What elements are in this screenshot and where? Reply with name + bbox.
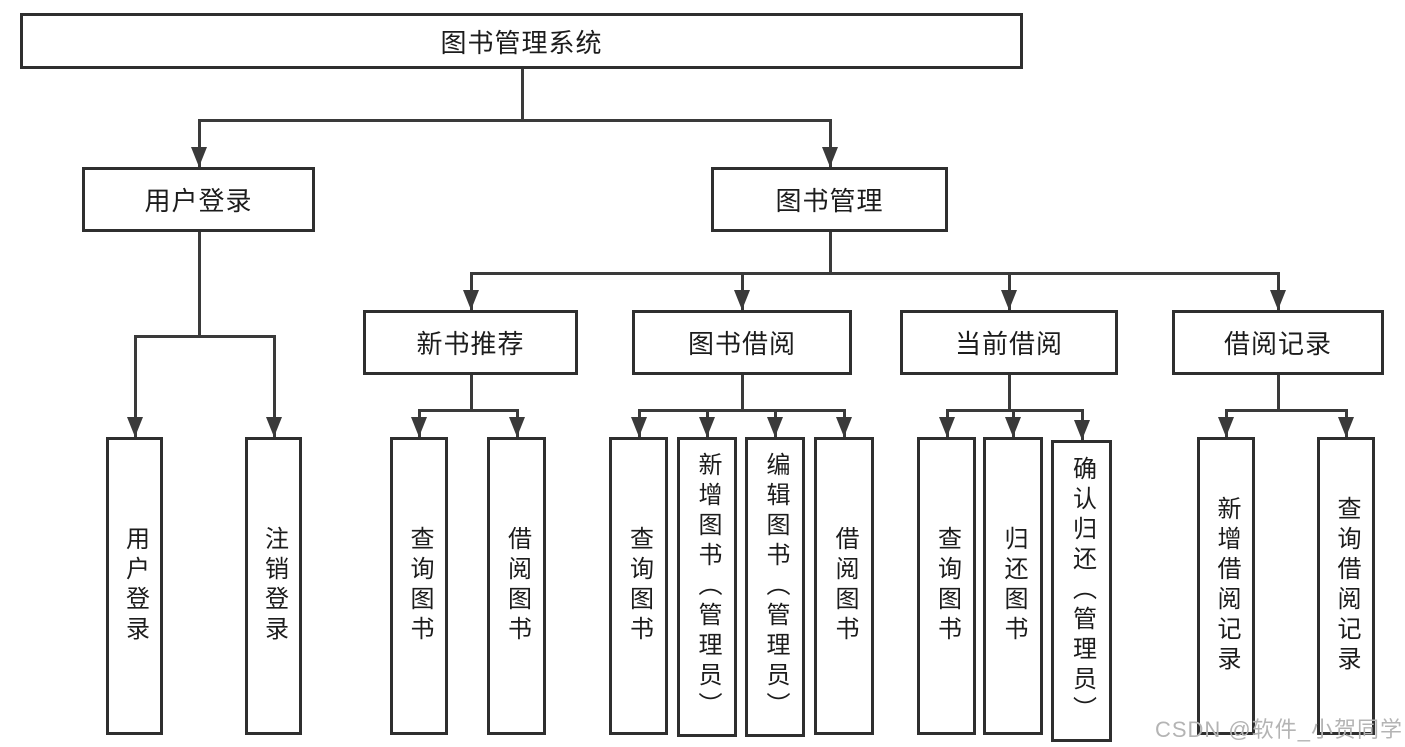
connector-line — [134, 335, 276, 338]
node-current-borrow: 当前借阅 — [900, 310, 1118, 375]
node-br-add: 新增借阅记录 — [1197, 437, 1255, 735]
node-label-user-login: 用户登录 — [121, 526, 149, 646]
node-cb-query: 查询图书 — [917, 437, 976, 735]
connector-line — [470, 272, 1280, 275]
connector-line — [1225, 409, 1348, 412]
arrowhead-down-icon — [1074, 420, 1090, 440]
connector-line — [829, 232, 832, 272]
arrowhead-down-icon — [836, 417, 852, 437]
node-label-bb-query: 查询图书 — [625, 526, 653, 646]
arrowhead-down-icon — [1338, 417, 1354, 437]
connector-line — [273, 335, 276, 437]
node-bb-borrow: 借阅图书 — [814, 437, 874, 735]
connector-line — [1008, 375, 1011, 409]
node-label-bb-add: 新增图书（管理员） — [694, 452, 721, 722]
node-label-root: 图书管理系统 — [440, 27, 603, 58]
node-label-br-query: 查询借阅记录 — [1333, 496, 1360, 676]
node-br-query: 查询借阅记录 — [1317, 437, 1375, 735]
node-label-cb-confirm: 确认归还（管理员） — [1068, 456, 1096, 726]
node-label-cb-return: 归还图书 — [1000, 526, 1027, 646]
node-label-current-borrow: 当前借阅 — [954, 329, 1063, 359]
node-new-book-rec: 新书推荐 — [363, 310, 578, 375]
node-label-logout: 注销登录 — [260, 526, 288, 646]
node-bb-edit: 编辑图书（管理员） — [745, 437, 805, 737]
arrowhead-down-icon — [1270, 290, 1286, 310]
arrowhead-down-icon — [767, 417, 783, 437]
node-label-bb-edit: 编辑图书（管理员） — [762, 452, 789, 722]
node-user-login: 用户登录 — [106, 437, 163, 735]
node-label-nb-query: 查询图书 — [406, 526, 433, 646]
node-cb-confirm: 确认归还（管理员） — [1051, 440, 1112, 742]
arrowhead-down-icon — [127, 417, 143, 437]
node-bb-add: 新增图书（管理员） — [677, 437, 737, 737]
connector-line — [470, 375, 473, 409]
node-cb-return: 归还图书 — [983, 437, 1043, 735]
node-label-nb-borrow: 借阅图书 — [503, 526, 531, 646]
node-label-cb-query: 查询图书 — [933, 526, 961, 646]
node-label-new-book-rec: 新书推荐 — [416, 329, 525, 359]
node-bb-query: 查询图书 — [609, 437, 668, 735]
arrowhead-down-icon — [1218, 417, 1234, 437]
arrowhead-down-icon — [699, 417, 715, 437]
arrowhead-down-icon — [509, 417, 525, 437]
node-user-login-group: 用户登录 — [82, 167, 315, 232]
connector-line — [198, 119, 201, 167]
watermark: CSDN @软件_小贺同学 — [1154, 717, 1403, 742]
node-nb-borrow: 借阅图书 — [487, 437, 546, 735]
arrowhead-down-icon — [939, 417, 955, 437]
node-label-book-borrow: 图书借阅 — [687, 329, 796, 359]
connector-line — [946, 409, 1084, 412]
node-borrow-records: 借阅记录 — [1172, 310, 1384, 375]
node-label-user-login-group: 用户登录 — [144, 186, 253, 216]
connector-line — [1277, 375, 1280, 409]
arrowhead-down-icon — [631, 417, 647, 437]
connector-line — [198, 232, 201, 335]
connector-line — [741, 375, 744, 409]
arrowhead-down-icon — [822, 147, 838, 167]
arrowhead-down-icon — [1001, 290, 1017, 310]
connector-line — [521, 69, 524, 119]
connector-line — [418, 409, 519, 412]
arrowhead-down-icon — [1005, 417, 1021, 437]
node-nb-query: 查询图书 — [390, 437, 448, 735]
node-root: 图书管理系统 — [20, 13, 1023, 69]
node-label-br-add: 新增借阅记录 — [1213, 496, 1240, 676]
node-label-book-mgmt: 图书管理 — [775, 186, 884, 216]
arrowhead-down-icon — [734, 290, 750, 310]
connector-line — [198, 119, 832, 122]
connector-line — [134, 335, 137, 437]
node-logout: 注销登录 — [245, 437, 302, 735]
connector-line — [638, 409, 846, 412]
connector-line — [829, 119, 832, 167]
node-book-borrow: 图书借阅 — [632, 310, 852, 375]
arrowhead-down-icon — [191, 147, 207, 167]
arrowhead-down-icon — [463, 290, 479, 310]
node-label-bb-borrow: 借阅图书 — [831, 526, 858, 646]
node-book-mgmt: 图书管理 — [711, 167, 948, 232]
node-label-borrow-records: 借阅记录 — [1223, 329, 1332, 359]
arrowhead-down-icon — [266, 417, 282, 437]
arrowhead-down-icon — [411, 417, 427, 437]
